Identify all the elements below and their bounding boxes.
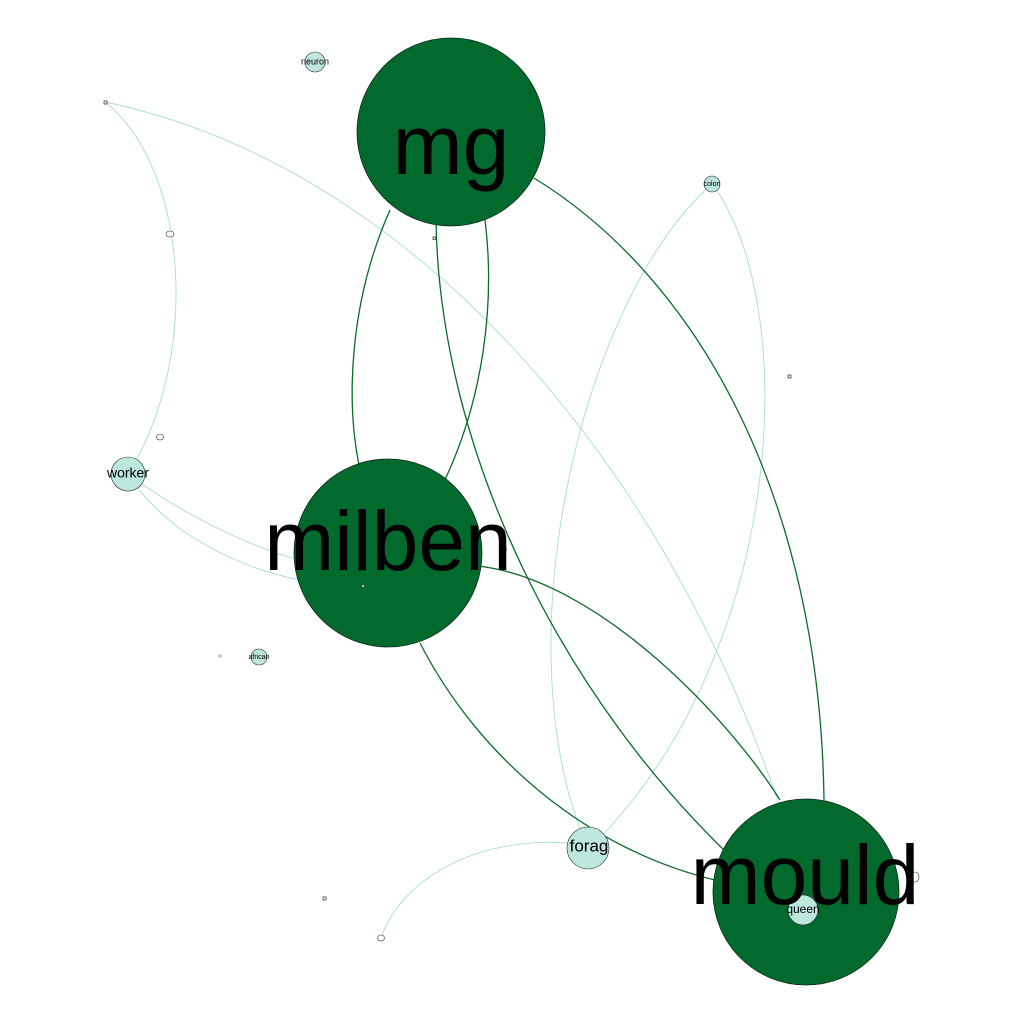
node-african-circle [250,648,268,666]
tiny-node [165,230,175,238]
edge-milben-mould-a [477,565,781,801]
node-colon[interactable]: colon [703,175,721,193]
node-queen-circle [787,894,819,926]
edge-forag-small [380,841,589,939]
node-mg[interactable]: mg [356,37,546,227]
node-mg-label: mg [393,98,510,192]
edges [104,101,825,939]
node-worker-label: worker [106,465,149,481]
tiny-node [322,896,327,901]
edge-milben-mould-b [419,642,716,881]
edge-worker-topleft-dot [104,101,177,475]
node-neuron-circle [304,51,326,73]
tiny-node [499,545,507,553]
node-mould-label: mould [691,828,920,922]
node-colon-label: colon [704,181,721,188]
edge-colon-forag [550,183,713,849]
node-mg-circle [356,37,546,227]
node-milben-circle [293,458,483,648]
node-neuron-label: neuron [301,56,329,66]
node-forag-circle [566,826,610,870]
node-african-label: african [248,654,269,661]
tiny-nodes [103,100,792,942]
tiny-node [103,100,108,105]
edge-worker-milben-a [127,473,301,581]
tiny-node [361,584,365,588]
node-mould-circle [712,798,900,986]
node-neuron[interactable]: neuron [301,51,329,73]
node-milben-label: milben [264,494,511,588]
edge-mg-mould-b [435,221,746,871]
tiny-node [910,871,920,883]
tiny-node [787,374,792,379]
tiny-node [377,934,385,942]
edge-mg-milben-a [351,209,391,471]
edge-colon-mould [589,183,766,849]
node-worker-circle [110,456,146,492]
edge-mg-mould-a [533,177,825,801]
node-worker[interactable]: worker [106,456,149,492]
node-forag-label: forag [570,836,609,855]
node-milben[interactable]: milben [264,458,512,648]
tiny-node [156,433,164,441]
edge-mg-milben-b [439,219,490,491]
node-mould[interactable]: queen mould [691,798,920,986]
edge-worker-milben-b [127,473,301,561]
node-forag[interactable]: forag [566,826,610,870]
node-colon-circle [703,175,721,193]
node-african[interactable]: african [248,648,270,666]
tiny-node [218,654,222,658]
node-queen-label: queen [786,902,819,916]
tiny-node [432,236,436,240]
edge-topleft-dot-mould [104,101,806,891]
